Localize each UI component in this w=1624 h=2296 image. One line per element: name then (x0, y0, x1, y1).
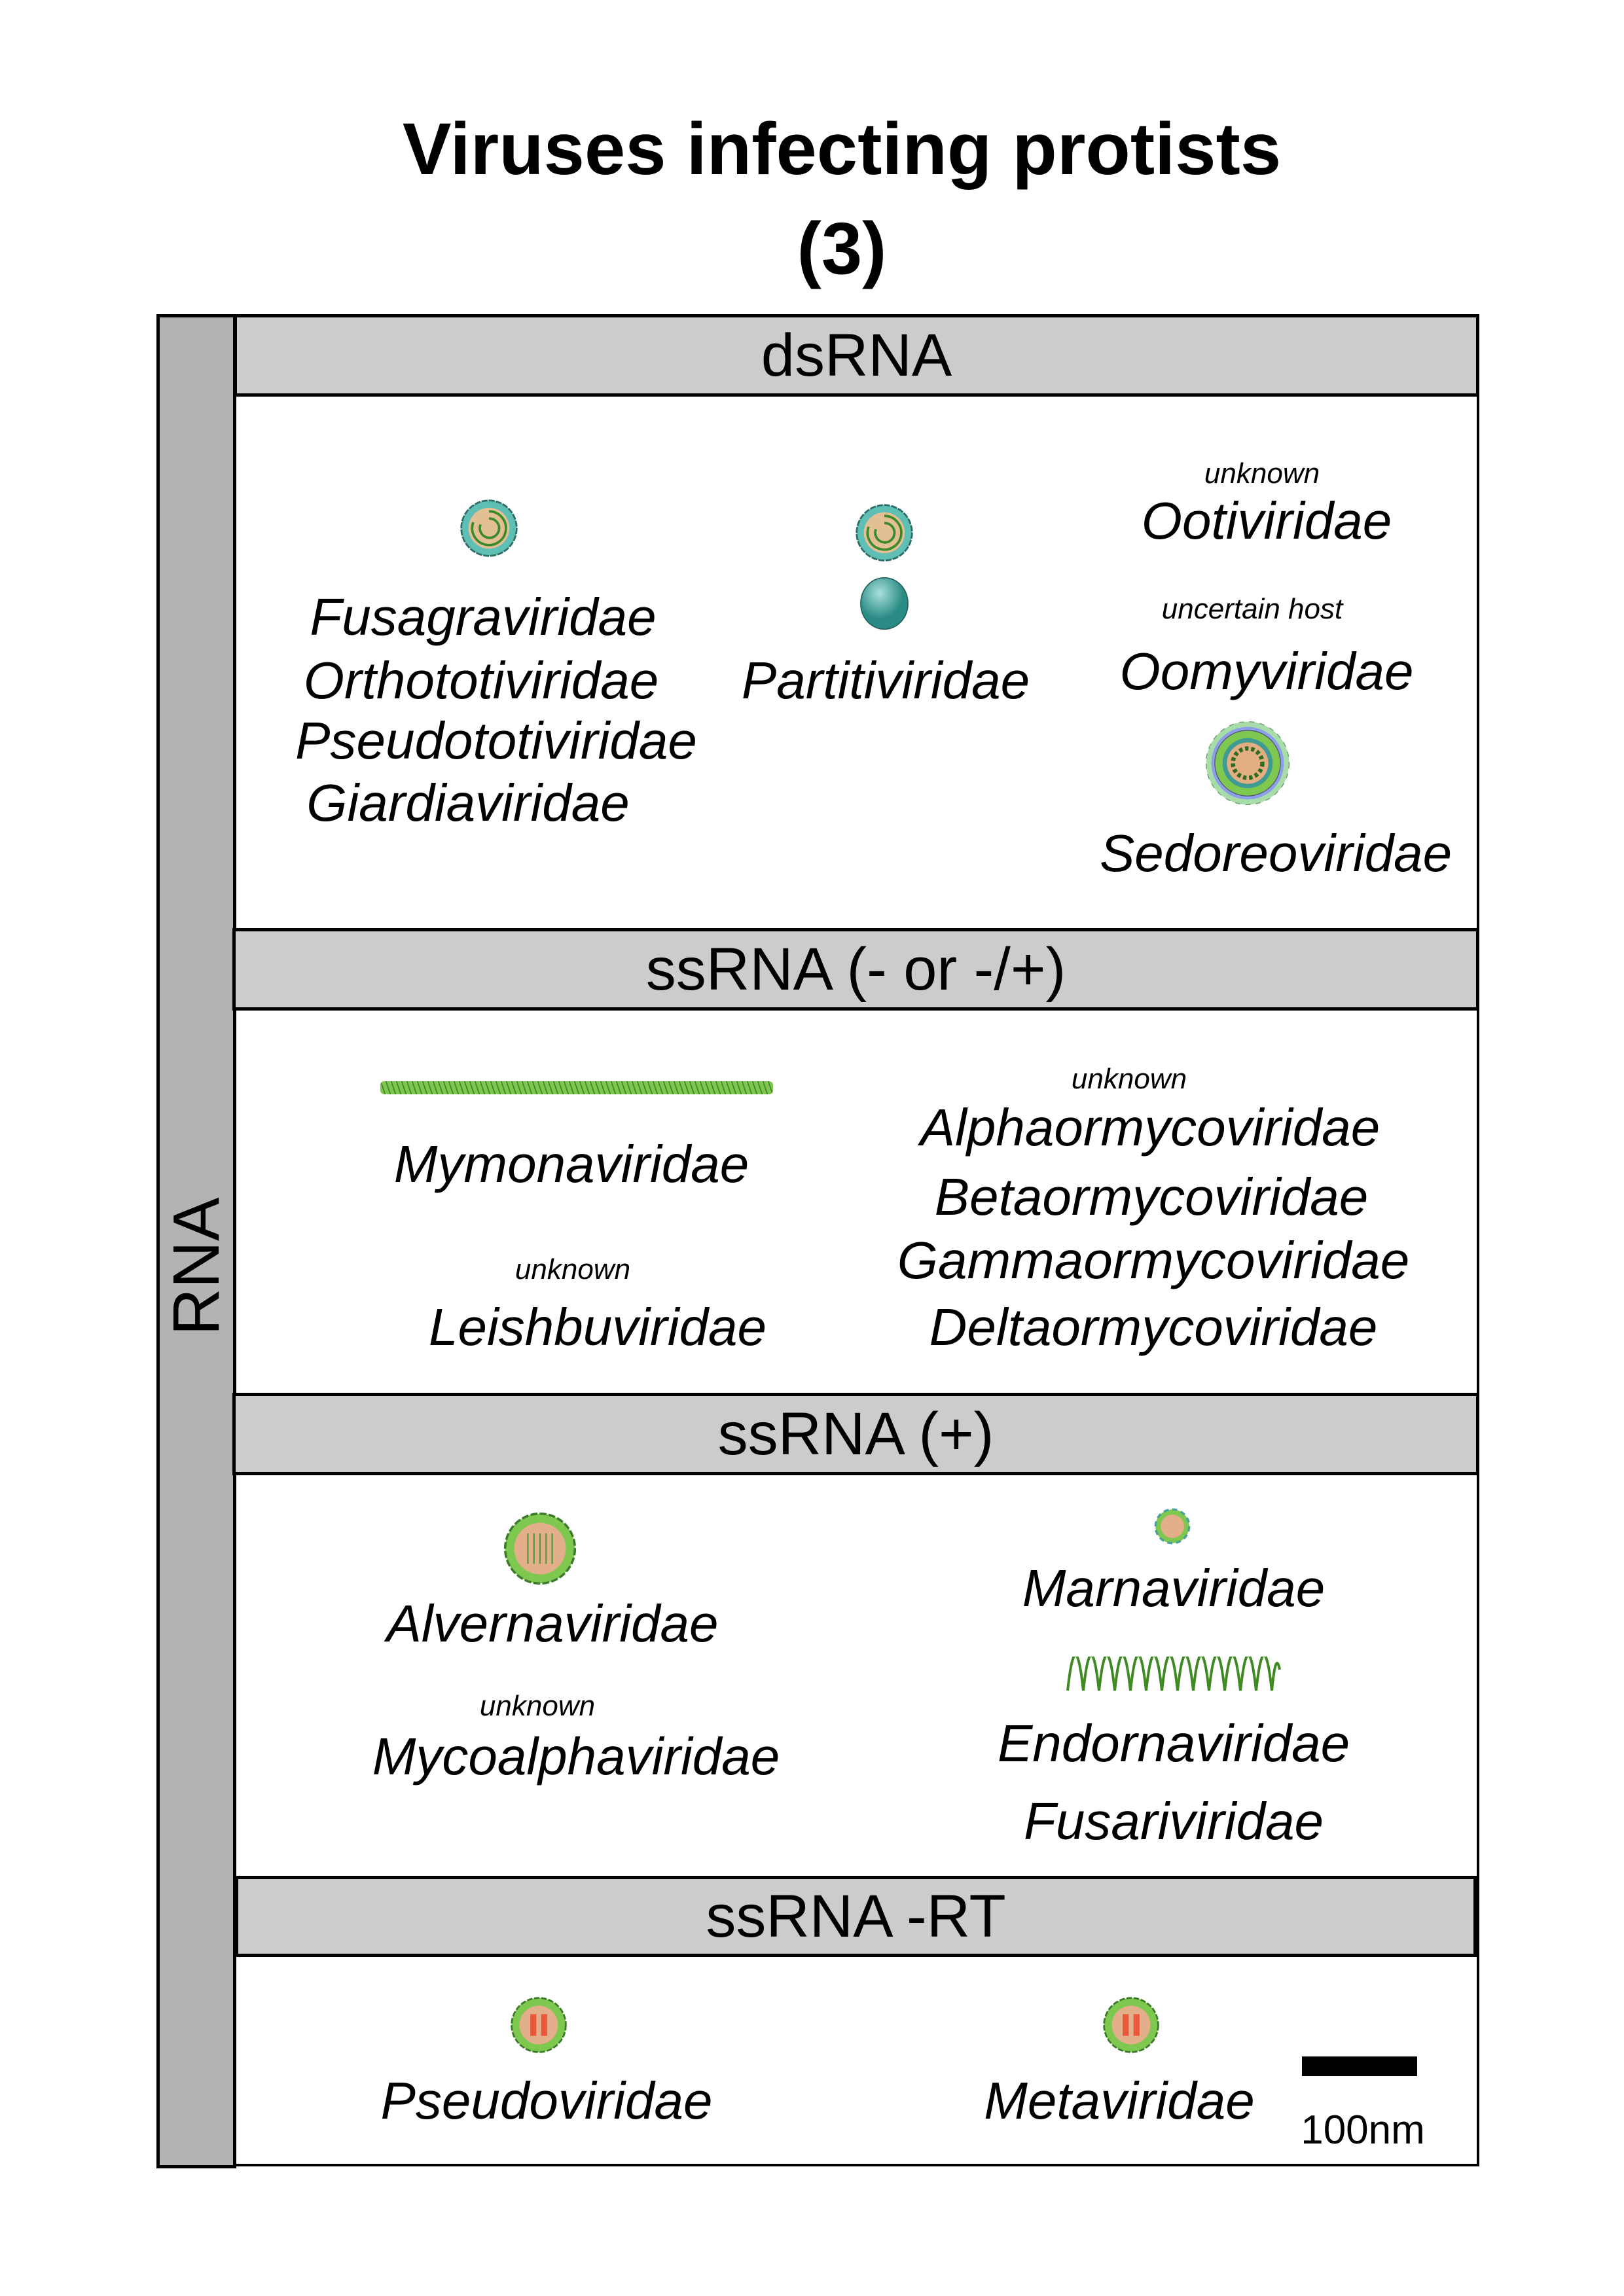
scale-bar (1302, 2056, 1417, 2076)
family-name: Mycoalphaviridae (372, 1727, 780, 1785)
host-note: uncertain host (1161, 593, 1343, 625)
family-name: Endornaviridae (997, 1714, 1350, 1772)
family-name: Mymonaviridae (393, 1135, 749, 1193)
alvernavirus-icon (503, 1512, 577, 1585)
family-name: Alphaormycoviridae (920, 1098, 1380, 1157)
family-name: Alvernaviridae (386, 1594, 719, 1653)
family-name: Sedoreoviridae (1099, 824, 1453, 882)
host-note: unknown (1204, 457, 1320, 490)
totivirus-icon (460, 499, 518, 557)
family-name: Ootiviridae (1141, 492, 1392, 550)
partitivirus-surface-icon (860, 577, 909, 630)
title-line2: (3) (797, 207, 887, 289)
family-name: Betaormycoviridae (934, 1168, 1369, 1226)
header-dsrna: dsRNA (234, 314, 1479, 397)
marnavirus-icon (1154, 1508, 1191, 1545)
family-name: Leishbuviridae (429, 1298, 767, 1356)
family-name: Partitiviridae (741, 651, 1030, 709)
header-ssrna-rt: ssRNA -RT (235, 1876, 1477, 1957)
pseudovirus-icon (511, 1997, 567, 2053)
host-note: unknown (1071, 1063, 1187, 1095)
family-name: Pseudototiviridae (295, 711, 697, 770)
partitivirus-capsid-icon (856, 504, 913, 562)
family-name: Marnaviridae (1022, 1559, 1326, 1617)
rna-label: RNA (160, 1197, 233, 1336)
reovirus-icon (1205, 721, 1290, 806)
title-line1: Viruses infecting protists (402, 108, 1282, 190)
host-note: unknown (479, 1690, 596, 1722)
family-name: Pseudoviridae (380, 2072, 713, 2130)
family-name: Giardiaviridae (306, 774, 630, 832)
family-name: Deltaormycoviridae (929, 1298, 1378, 1356)
family-name: Orthototiviridae (303, 651, 659, 709)
family-name: Metaviridae (984, 2072, 1255, 2130)
rna-sidebar (156, 314, 236, 2168)
family-name: Gammaormycoviridae (897, 1231, 1410, 1289)
metavirus-icon (1103, 1997, 1159, 2053)
mymonavirus-filament-icon (380, 1081, 773, 1094)
scale-bar-label: 100nm (1301, 2108, 1425, 2153)
family-name: Fusariviridae (1024, 1792, 1324, 1850)
header-ssrna-neg: ssRNA (- or -/+) (232, 928, 1479, 1011)
host-note: unknown (514, 1253, 631, 1285)
header-ssrna-pos: ssRNA (+) (232, 1393, 1479, 1475)
family-name: Fusagraviridae (310, 588, 657, 646)
endornavirus-rna-icon (1066, 1657, 1281, 1691)
family-name: Oomyviridae (1119, 642, 1414, 700)
